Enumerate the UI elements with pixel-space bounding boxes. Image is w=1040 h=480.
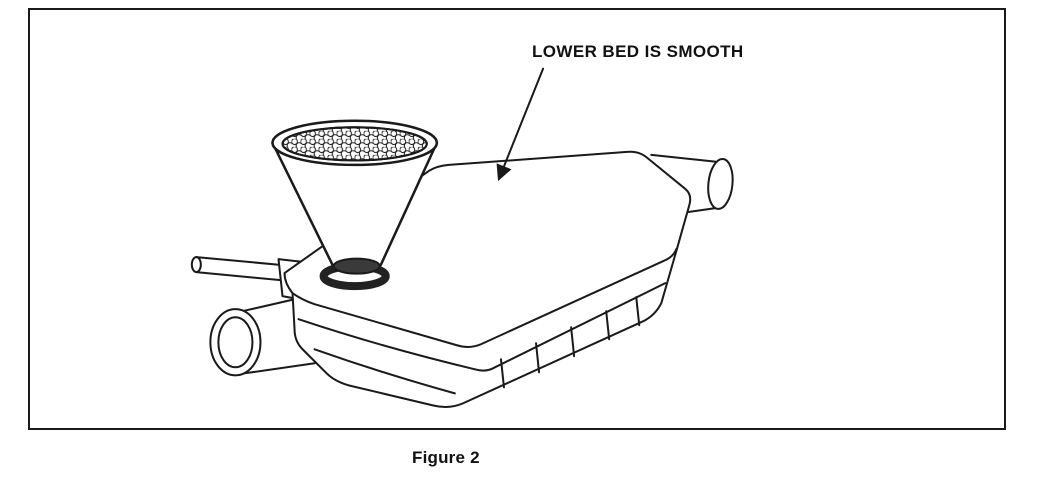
figure-caption: Figure 2 [412, 448, 480, 467]
funnel [271, 119, 439, 275]
outlet-pipe [650, 153, 734, 214]
inlet-pipe-large [209, 294, 316, 377]
leader-arrow [496, 67, 545, 182]
figure-frame [28, 8, 1006, 430]
technical-drawing [190, 67, 734, 408]
annotation-lower-bed: LOWER BED IS SMOOTH [532, 42, 744, 61]
